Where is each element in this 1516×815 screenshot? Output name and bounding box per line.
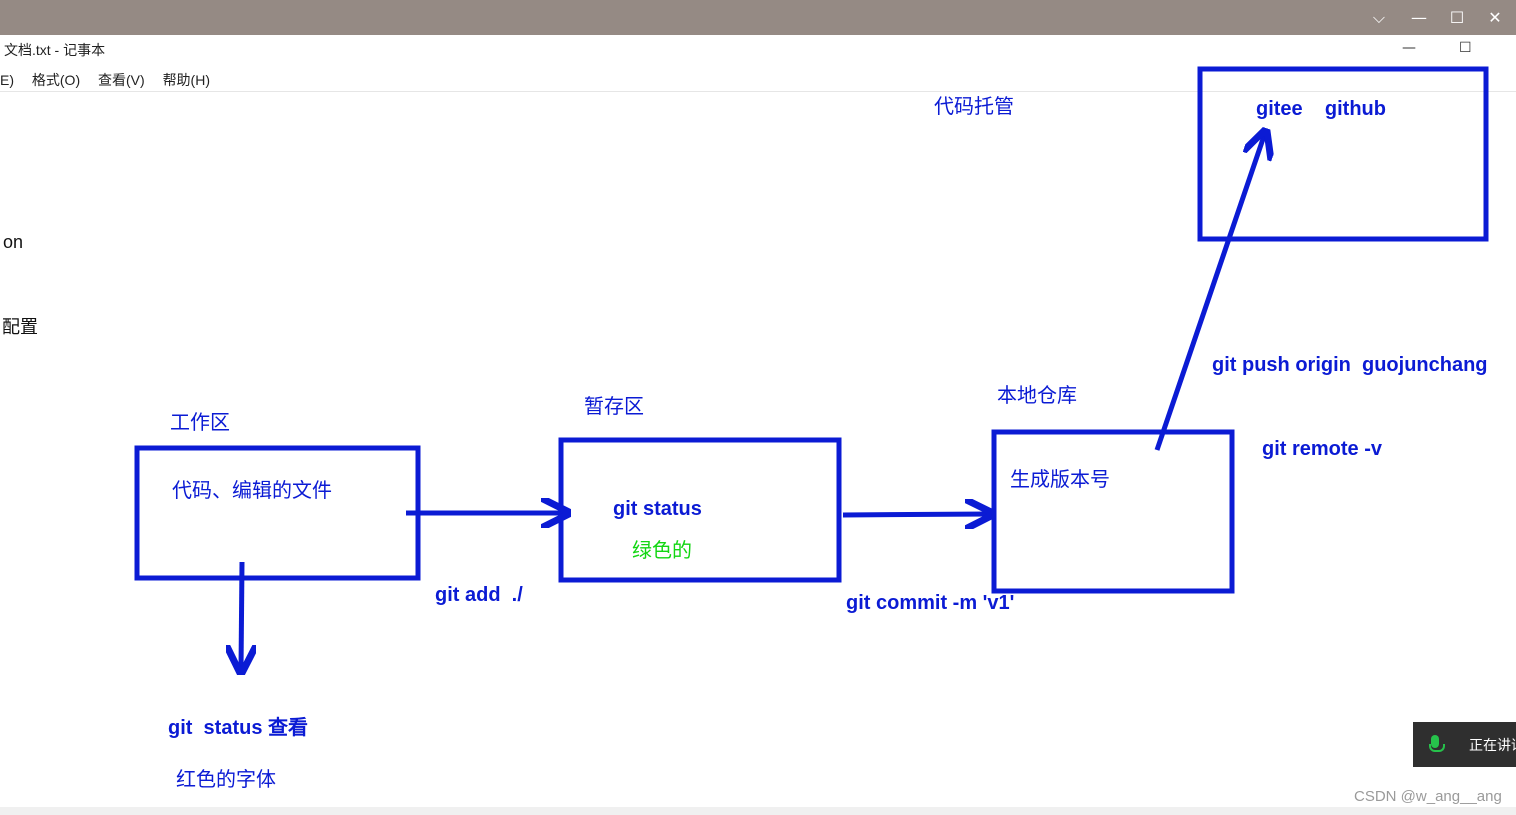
close-icon[interactable]: ✕ <box>1488 8 1502 27</box>
staging-box-text: git status <box>613 498 702 520</box>
minimize-icon[interactable]: — <box>1411 8 1427 27</box>
git-status-check-label: git status 查看 <box>168 717 309 739</box>
hosting-box <box>1197 66 1489 242</box>
menu-bar: E) 格式(O) 查看(V) 帮助(H) <box>0 70 224 90</box>
menu-divider <box>0 91 1516 92</box>
arrow-commit <box>842 514 990 515</box>
git-add-label: git add ./ <box>435 584 523 606</box>
staging-label: 暂存区 <box>584 394 644 418</box>
arrow-status <box>241 561 242 670</box>
arrow-push <box>1154 133 1265 451</box>
left-edge-text: on <box>3 232 24 252</box>
menu-item-format[interactable]: 格式(O) <box>31 72 81 88</box>
hosting-box-text: gitee github <box>1256 98 1386 120</box>
workspace-label: 工作区 <box>170 410 230 434</box>
notepad-maximize-icon[interactable]: ☐ <box>1459 40 1472 56</box>
microphone-stand <box>1429 744 1445 752</box>
chevron-down-icon[interactable]: ⌵ <box>1372 8 1386 27</box>
red-font-label: 红色的字体 <box>176 767 276 791</box>
git-commit-label: git commit -m 'v1' <box>846 592 1015 614</box>
bottom-strip <box>0 807 1516 815</box>
window-titlebar <box>0 0 1516 35</box>
workspace-box-text: 代码、编辑的文件 <box>172 478 332 502</box>
local-repo-box <box>991 429 1235 594</box>
git-push-label: git push origin guojunchang <box>1212 354 1488 376</box>
staging-box-green-text: 绿色的 <box>632 538 692 562</box>
microphone-icon <box>1431 735 1439 748</box>
speaking-indicator[interactable]: 正在讲话 <box>1413 722 1516 767</box>
left-edge-text: 配置 <box>2 317 38 337</box>
code-hosting-label: 代码托管 <box>934 94 1014 118</box>
menu-item-view[interactable]: 查看(V) <box>98 72 145 88</box>
menu-item-help[interactable]: 帮助(H) <box>162 72 210 88</box>
speaking-text: 正在讲话 <box>1469 737 1516 753</box>
local-repo-label: 本地仓库 <box>997 383 1077 407</box>
menu-item-edit[interactable]: E) <box>0 72 14 88</box>
local-repo-box-text: 生成版本号 <box>1010 467 1110 491</box>
notepad-title: 文档.txt - 记事本 <box>4 42 106 58</box>
git-remote-label: git remote -v <box>1262 438 1383 460</box>
notepad-minimize-icon[interactable]: — <box>1402 40 1416 56</box>
maximize-icon[interactable]: ☐ <box>1449 8 1465 27</box>
workspace-box <box>134 445 421 581</box>
csdn-watermark: CSDN @w_ang__ang <box>1354 788 1502 805</box>
